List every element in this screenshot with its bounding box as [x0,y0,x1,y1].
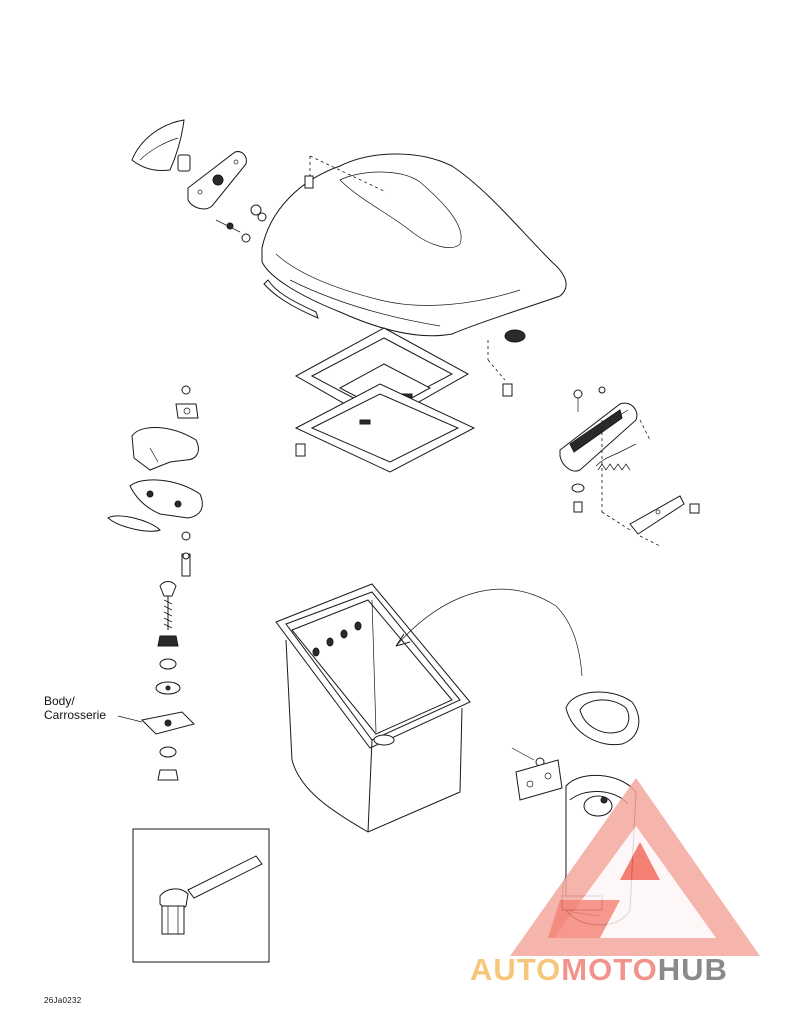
watermark-text: AUTOMOTOHUB [470,952,728,988]
seat-gasket-frame [294,327,476,473]
reference-code: 26Ja0232 [44,996,82,1005]
body-callout-line1: Body/ [44,694,75,708]
watermark-logo [510,778,760,956]
seat-latch-mechanism [107,385,203,695]
body-callout-label: Body/ Carrosserie [44,694,106,722]
body-mount-plate [117,711,195,781]
hinge-assembly [559,386,700,547]
watermark-part-auto: AUTO [470,952,562,987]
tool-rod-detail [132,828,270,963]
seat [261,153,567,337]
watermark-part-hub: HUB [657,952,728,987]
seat-bumper [487,329,526,397]
watermark-part-moto: MOTO [561,952,658,987]
body-callout-line2: Carrosserie [44,708,107,722]
mirror-assembly [131,119,267,243]
bin-lid-gasket [511,691,640,801]
storage-bin [275,583,583,833]
